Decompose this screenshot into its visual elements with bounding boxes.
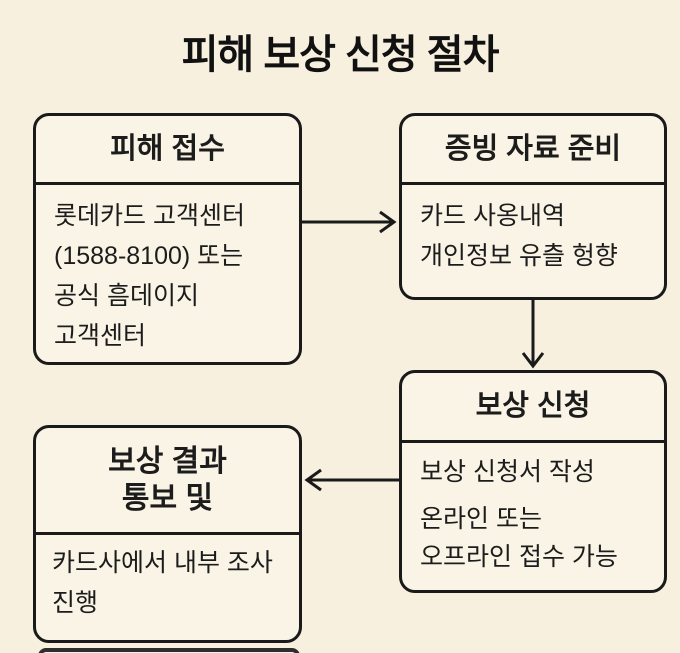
arrow-left-icon	[304, 468, 399, 492]
node-result-notice: 보상 결과 통보 및 카드사에서 내부 조사 진행	[33, 425, 302, 643]
next-node-cutoff	[38, 648, 300, 653]
header-line: 통보 및	[121, 482, 214, 515]
arrow-down-icon	[521, 300, 545, 369]
body-line: 롯데카드 고객센터	[54, 202, 245, 230]
node-result-notice-body: 카드사에서 내부 조사 진행	[36, 535, 299, 623]
node-compensation-apply-body: 보상 신청서 작성 온라인 또는 오프라인 접수 가능	[402, 443, 664, 576]
header-line: 보상 결과	[108, 444, 227, 478]
node-compensation-apply-header: 보상 신청	[402, 373, 664, 443]
body-line: (1588-8100) 또는	[54, 242, 244, 270]
body-line: 진행	[52, 589, 99, 617]
body-line: 카드 사옹내역	[420, 202, 565, 230]
node-damage-report-header: 피해 접수	[36, 116, 299, 185]
arrow-right-icon	[302, 210, 397, 234]
body-line: 공식 흠데이지	[54, 282, 199, 310]
body-line: 카드사에서 내부 조사	[52, 549, 273, 577]
body-line: 개인정보 유츨 헝향	[420, 242, 618, 270]
body-line: 고객센터	[54, 322, 147, 350]
node-evidence-prep: 증빙 자료 준비 카드 사옹내역 개인정보 유츨 헝향	[399, 113, 667, 300]
node-compensation-apply: 보상 신청 보상 신청서 작성 온라인 또는 오프라인 접수 가능	[399, 370, 667, 593]
node-damage-report-body: 롯데카드 고객센터 (1588-8100) 또는 공식 흠데이지 고객센터	[36, 185, 299, 356]
node-result-notice-header: 보상 결과 통보 및	[36, 428, 299, 535]
node-damage-report: 피해 접수 롯데카드 고객센터 (1588-8100) 또는 공식 흠데이지 고…	[33, 113, 302, 365]
body-line: 오프라인 접수 가능	[420, 543, 618, 571]
node-evidence-prep-header: 증빙 자료 준비	[402, 116, 664, 185]
node-evidence-prep-body: 카드 사옹내역 개인정보 유츨 헝향	[402, 185, 664, 276]
body-line: 보상 신청서 작성	[420, 458, 595, 486]
page-title: 피해 보상 신청 절차	[181, 33, 500, 77]
body-line: 온라인 또는	[420, 505, 542, 533]
